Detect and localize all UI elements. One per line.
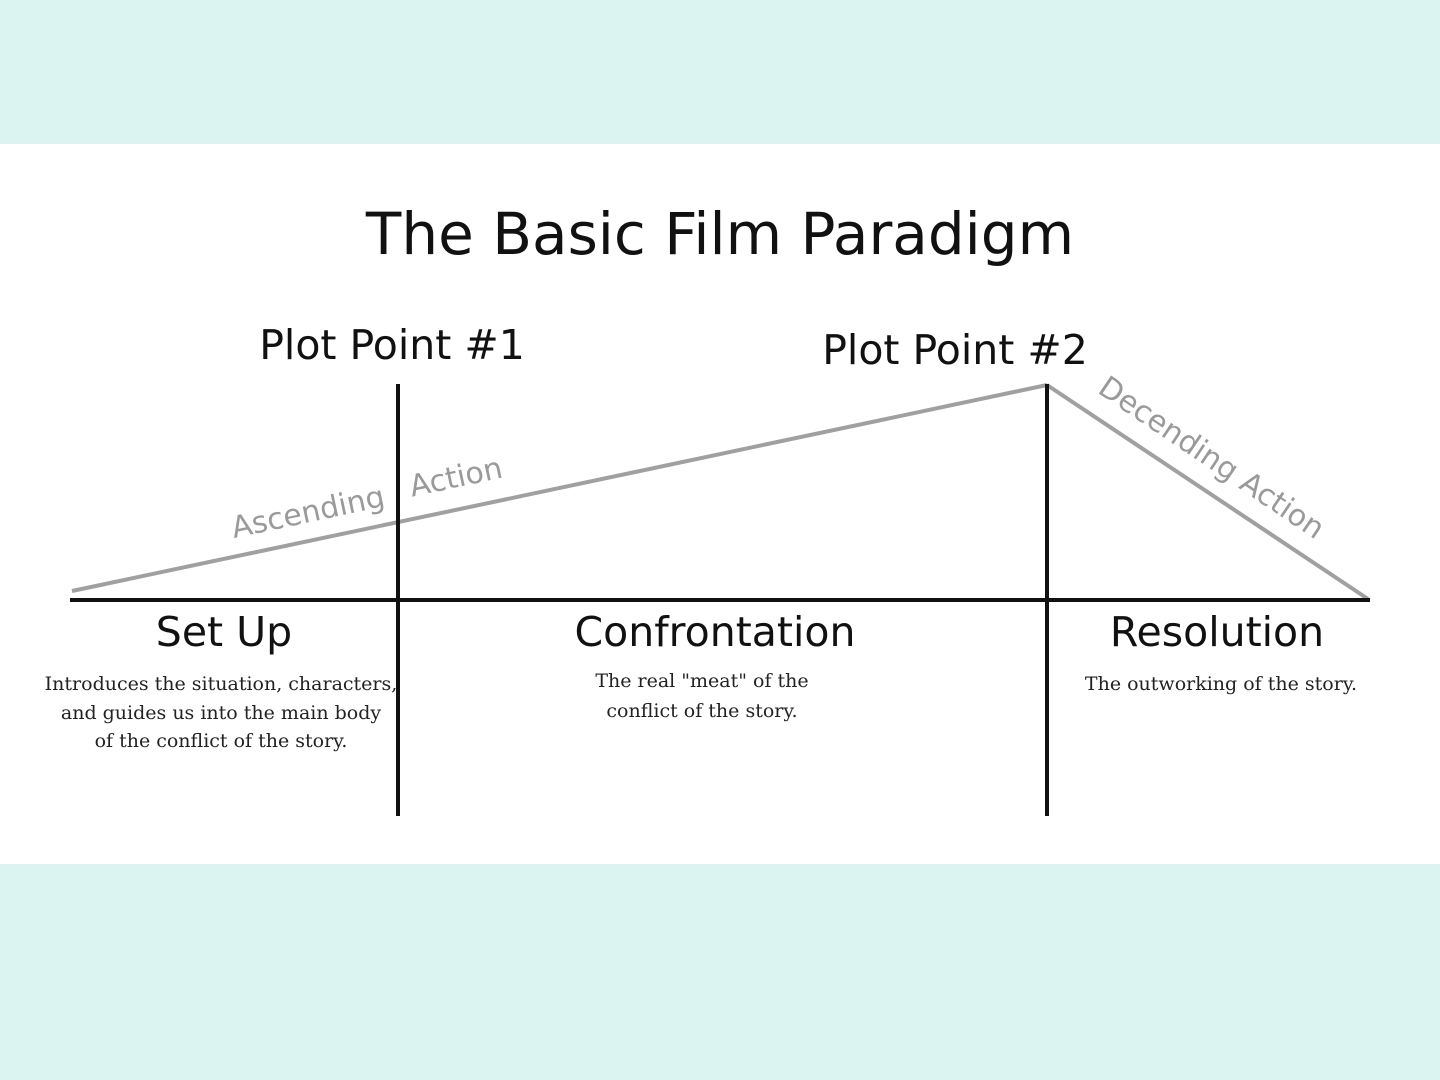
ascending-label: Ascending — [228, 479, 387, 546]
setup-description-line: of the conflict of the story. — [95, 730, 348, 752]
section-confrontation-heading: Confrontation — [575, 608, 856, 656]
ascending-action-line — [72, 385, 1047, 591]
descending-action-line — [1047, 385, 1368, 599]
section-setup-heading: Set Up — [156, 608, 292, 656]
setup-description-line: Introduces the situation, characters, — [45, 673, 398, 695]
plot-point-2-label: Plot Point #2 — [822, 326, 1088, 374]
diagram-panel: The Basic Film Paradigm Plot Point #1 Pl… — [0, 144, 1440, 864]
film-paradigm-diagram: The Basic Film Paradigm Plot Point #1 Pl… — [0, 144, 1440, 864]
action-label: Action — [406, 451, 505, 505]
confrontation-description-line: The real "meat" of the — [595, 670, 808, 692]
setup-description-line: and guides us into the main body — [61, 702, 382, 724]
descending-action-label: Decending Action — [1092, 370, 1331, 547]
section-resolution-heading: Resolution — [1110, 608, 1324, 656]
plot-point-1-label: Plot Point #1 — [259, 321, 525, 369]
diagram-title: The Basic Film Paradigm — [365, 200, 1074, 268]
resolution-description-line: The outworking of the story. — [1085, 673, 1357, 695]
confrontation-description-line: conflict of the story. — [606, 700, 797, 722]
